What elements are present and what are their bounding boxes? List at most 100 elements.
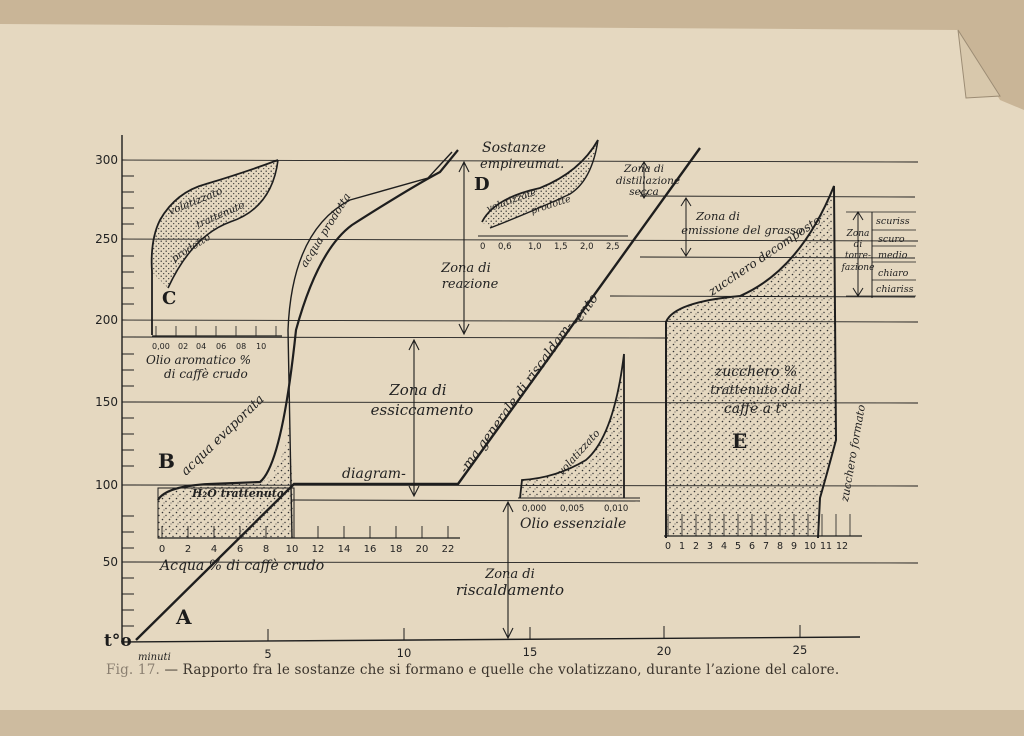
y-tick-label: 100 xyxy=(95,478,118,492)
y-tick-label: 50 xyxy=(103,555,118,569)
y-axis-minor-ticks xyxy=(122,175,134,627)
zone-torrefazione-label-4: fazione xyxy=(841,263,875,273)
gridline-250 xyxy=(121,238,919,242)
panel-d-tick-label: 1,0 xyxy=(528,242,542,252)
panel-c-tick-label: 04 xyxy=(196,342,206,351)
panel-b-tick-label: 18 xyxy=(390,544,403,555)
zone-essiccamento-label-2: essiccamento xyxy=(371,401,474,419)
panel-d-title-2: empireumat. xyxy=(480,157,564,172)
x-tick-label: 20 xyxy=(657,644,672,658)
panel-e-tick-label: 3 xyxy=(707,541,713,552)
panel-c-tick-label: 06 xyxy=(216,342,226,351)
roast-level-label: scuro xyxy=(878,234,905,245)
panel-b-stipple xyxy=(158,420,294,538)
panel-d-title-1: Sostanze xyxy=(482,140,546,156)
panel-c-tick-label: 10 xyxy=(256,342,266,351)
zone-arrow-essiccamento xyxy=(408,338,420,498)
x-tick-label: 25 xyxy=(793,643,808,657)
gridline-190 xyxy=(121,336,669,339)
figure-caption: Fig. 17. — Rapporto fra le sostanze che … xyxy=(106,662,926,678)
zone-essiccamento-label-1: Zona di xyxy=(388,381,446,399)
panel-b-tick-label: 6 xyxy=(237,544,243,555)
panel-d-tick-label: 0 xyxy=(480,242,485,252)
zone-torrefazione-label-1: Zona xyxy=(846,229,870,239)
panel-b-curve-produced xyxy=(287,151,453,539)
y-tick-label: 150 xyxy=(95,395,118,409)
panel-b-curve-evaporated xyxy=(157,149,459,501)
panel-e-axis-ticks xyxy=(667,514,851,536)
panel-b-tick-label: 2 xyxy=(185,544,191,555)
zone-arrow-riscaldamento xyxy=(502,500,514,640)
panel-e-tick-label: 5 xyxy=(735,541,741,552)
panel-c-axis-label-1: Olio aromatico % xyxy=(146,353,251,367)
panel-c-tick-label: 08 xyxy=(236,342,246,351)
oil-tick-label: 0,010 xyxy=(604,504,628,514)
panel-letter-a: A xyxy=(175,605,192,629)
panel-b-area-label: H₂O trattenuta xyxy=(191,487,284,500)
panel-b-tick-label: 4 xyxy=(211,544,217,555)
zone-reazione-label-2: reazione xyxy=(442,277,499,292)
zone-riscaldamento-label-1: Zona di xyxy=(484,567,535,582)
heating-curve xyxy=(135,147,701,641)
oil-axis-label: Olio essenziale xyxy=(520,516,626,532)
panel-letter-c: C xyxy=(162,288,176,309)
panel-c-curve-outer xyxy=(150,159,279,335)
panel-b-tick-label: 22 xyxy=(442,544,455,555)
panel-e-tick-label: 7 xyxy=(763,541,769,552)
panel-e-area-label-2: trattenuto dal xyxy=(710,383,802,398)
panel-e-tick-label: 6 xyxy=(749,541,755,552)
panel-e-tick-label: 12 xyxy=(836,541,848,552)
panel-e-curve-decomposed xyxy=(665,185,838,539)
page-corner-fold xyxy=(957,29,1001,99)
panel-d-tick-label: 2,5 xyxy=(606,242,620,252)
panel-e-tick-label: 11 xyxy=(820,541,832,552)
gridline-50 xyxy=(121,561,919,564)
x-axis-unit-label: minuti xyxy=(138,652,171,663)
x-axis xyxy=(121,636,861,643)
y-axis-label: t°o xyxy=(104,631,132,651)
zone-reazione-label-1: Zona di xyxy=(440,261,491,276)
y-tick-label: 250 xyxy=(95,232,118,246)
oil-tick-label: 0,000 xyxy=(522,504,546,514)
roast-level-label: medio xyxy=(878,250,908,261)
gridline-grasso-bottom xyxy=(639,256,916,259)
zone-distillazione-label-3: secca xyxy=(629,186,659,198)
y-tick-label: 300 xyxy=(95,153,118,167)
panel-e-area-label-3: caffè a t° xyxy=(724,401,788,417)
panel-c-axis-ticks xyxy=(155,326,277,336)
x-tick-label: 5 xyxy=(264,647,271,661)
panel-b-axis-label: Acqua % di caffè crudo xyxy=(158,558,324,574)
panel-e-stipple xyxy=(666,186,836,536)
panel-c-tick-label: 02 xyxy=(178,342,188,351)
oil-fill xyxy=(520,354,624,498)
zone-riscaldamento-label-2: riscaldamento xyxy=(456,581,564,599)
panel-d-tick-label: 0,6 xyxy=(498,242,512,252)
x-axis-ticks xyxy=(267,625,801,641)
panel-c-tick-label: 0,00 xyxy=(152,342,170,351)
x-tick-label: 10 xyxy=(397,646,412,660)
x-tick-label: 15 xyxy=(523,645,538,659)
gridline-90 xyxy=(291,499,641,502)
zone-torrefazione-label-3: torre- xyxy=(845,251,871,261)
panel-d-curve-upper xyxy=(481,139,599,223)
panel-e-tick-label: 8 xyxy=(777,541,783,552)
panel-b-tick-label: 10 xyxy=(286,544,299,555)
panel-letter-d: D xyxy=(474,174,490,195)
panel-e-tick-label: 2 xyxy=(693,541,699,552)
caption-number: Fig. 17. xyxy=(106,662,160,678)
zone-grasso-label-1: Zona di xyxy=(695,209,740,223)
panel-b-tick-label: 0 xyxy=(159,544,165,555)
oil-curve xyxy=(519,353,625,499)
panel-b-tick-label: 12 xyxy=(312,544,325,555)
panel-d-fill xyxy=(482,140,598,228)
panel-e-tick-label: 4 xyxy=(721,541,727,552)
panel-b-tick-label: 14 xyxy=(338,544,351,555)
paper-bottom-shadow xyxy=(0,710,1024,736)
zone-arrow-reazione xyxy=(458,160,470,336)
panel-b-tick-label: 16 xyxy=(364,544,377,555)
panel-b-tick-label: 20 xyxy=(416,544,429,555)
panel-c-curve-inner xyxy=(167,159,279,289)
panel-c-axis-label-2: di caffè crudo xyxy=(164,367,248,381)
panel-b-axis-ticks xyxy=(161,526,449,538)
